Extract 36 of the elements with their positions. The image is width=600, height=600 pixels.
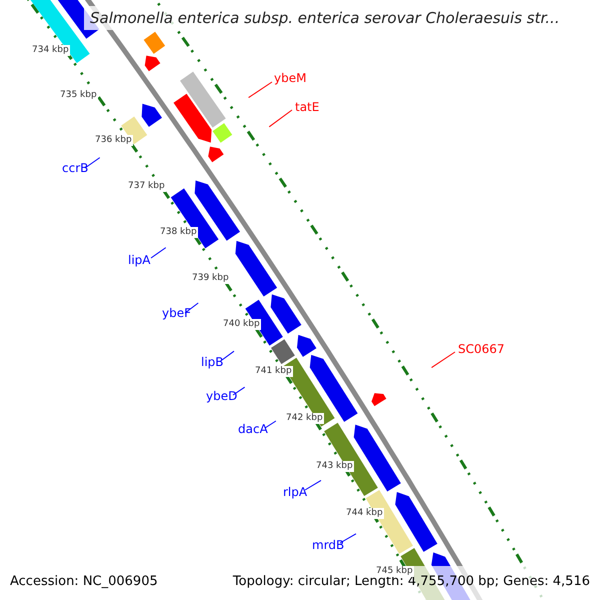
leader-line [150, 247, 166, 258]
tick-label: 737 kbp [127, 181, 166, 192]
gene-label: SC0667 [458, 342, 505, 356]
gene-label: ybeF [162, 306, 192, 320]
leader-line [248, 82, 272, 98]
tick-label: 740 kbp [222, 319, 261, 330]
leader-line [431, 352, 456, 368]
leader-line [184, 302, 199, 314]
leader-line [268, 110, 292, 128]
gene-label: ybeD [206, 389, 238, 403]
tick-label: 745 kbp [375, 566, 414, 577]
tick-label: 734 kbp [31, 45, 70, 56]
tick-label: 743 kbp [315, 461, 354, 472]
gene-label: mrdB [312, 538, 344, 552]
gene-label: rlpA [283, 485, 308, 499]
tick-label: 736 kbp [94, 135, 133, 146]
tick-label: 738 kbp [159, 227, 198, 238]
gene-label: ybeM [274, 71, 306, 85]
leader-line [84, 157, 100, 168]
gene-label: tatE [295, 100, 320, 114]
leader-line [264, 420, 276, 428]
accession-text: Accession: NC_006905 [10, 574, 158, 590]
gene-label: dacA [238, 422, 268, 436]
leader-line [222, 350, 234, 360]
leader-line [232, 386, 246, 396]
gene-label: ccrB [62, 161, 88, 175]
gene-label: lipB [201, 355, 224, 369]
gene-label: lipA [128, 253, 150, 267]
leader-line [340, 533, 356, 544]
tick-label: 739 kbp [191, 273, 230, 284]
genome-summary-text: Topology: circular; Length: 4,755,700 bp; Genes: 4,516 [232, 574, 590, 590]
tick-label: 735 kbp [59, 90, 98, 101]
tick-label: 742 kbp [285, 413, 324, 424]
tick-label: 741 kbp [254, 366, 293, 377]
tick-label: 744 kbp [345, 508, 384, 519]
leader-line [304, 480, 322, 490]
